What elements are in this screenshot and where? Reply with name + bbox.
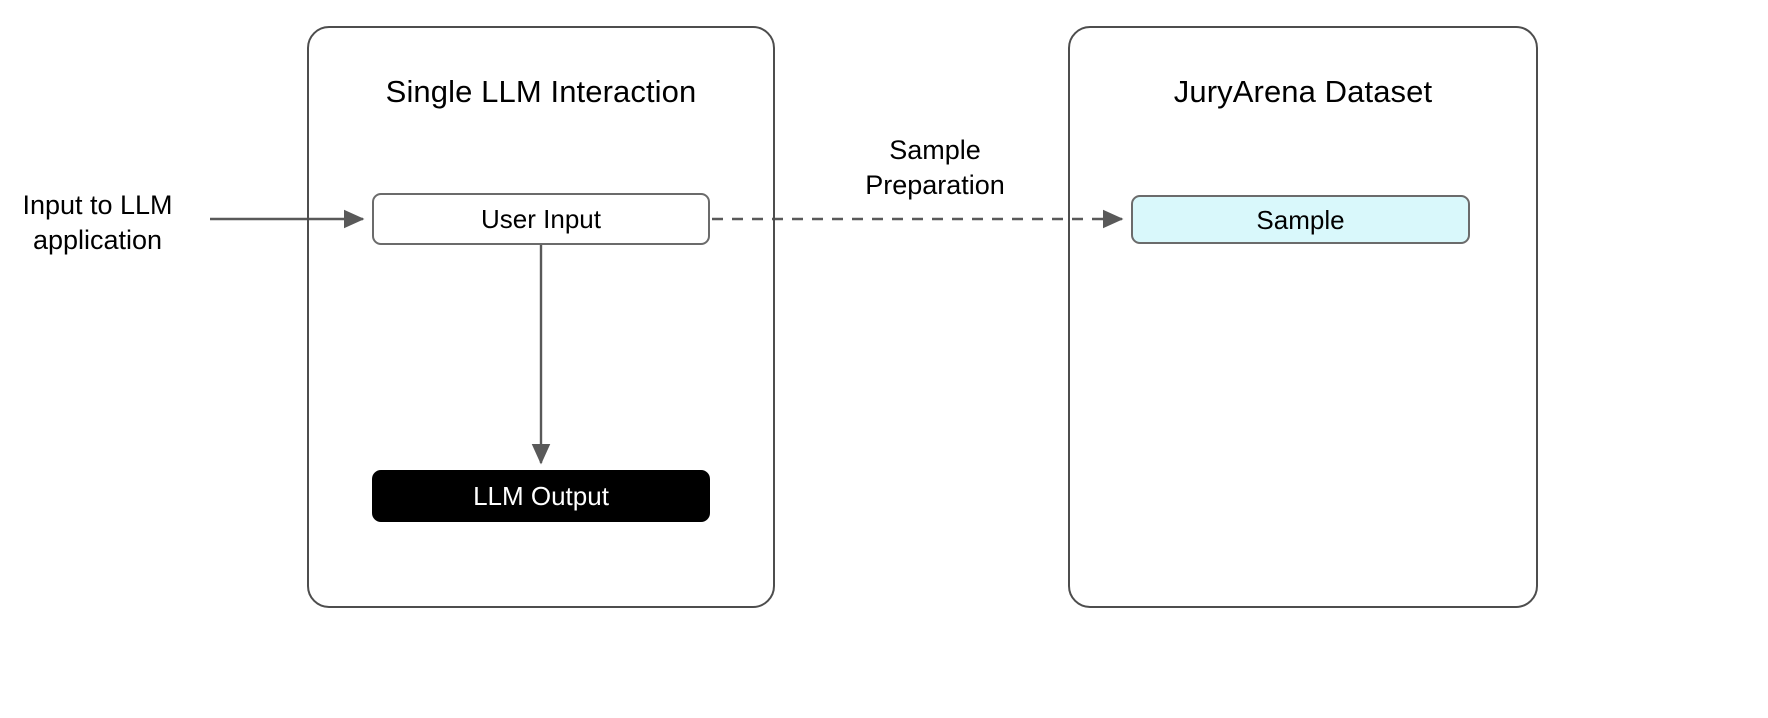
node-llm-output[interactable]: LLM Output <box>372 470 710 522</box>
group-single-llm-interaction: Single LLM Interaction <box>307 26 775 608</box>
node-llm-output-label: LLM Output <box>473 481 609 511</box>
node-sample[interactable]: Sample <box>1131 195 1470 244</box>
node-user-input[interactable]: User Input <box>372 193 710 245</box>
group-juryarena-dataset-title: JuryArena Dataset <box>1173 74 1433 109</box>
group-juryarena-dataset: JuryArena Dataset <box>1068 26 1538 608</box>
node-sample-label: Sample <box>1256 204 1345 235</box>
node-user-input-label: User Input <box>481 204 601 234</box>
label-sample-preparation: Sample Preparation <box>865 135 1005 200</box>
group-single-llm-interaction-title: Single LLM Interaction <box>385 74 697 109</box>
label-input-to-llm-application: Input to LLM application <box>22 190 173 255</box>
